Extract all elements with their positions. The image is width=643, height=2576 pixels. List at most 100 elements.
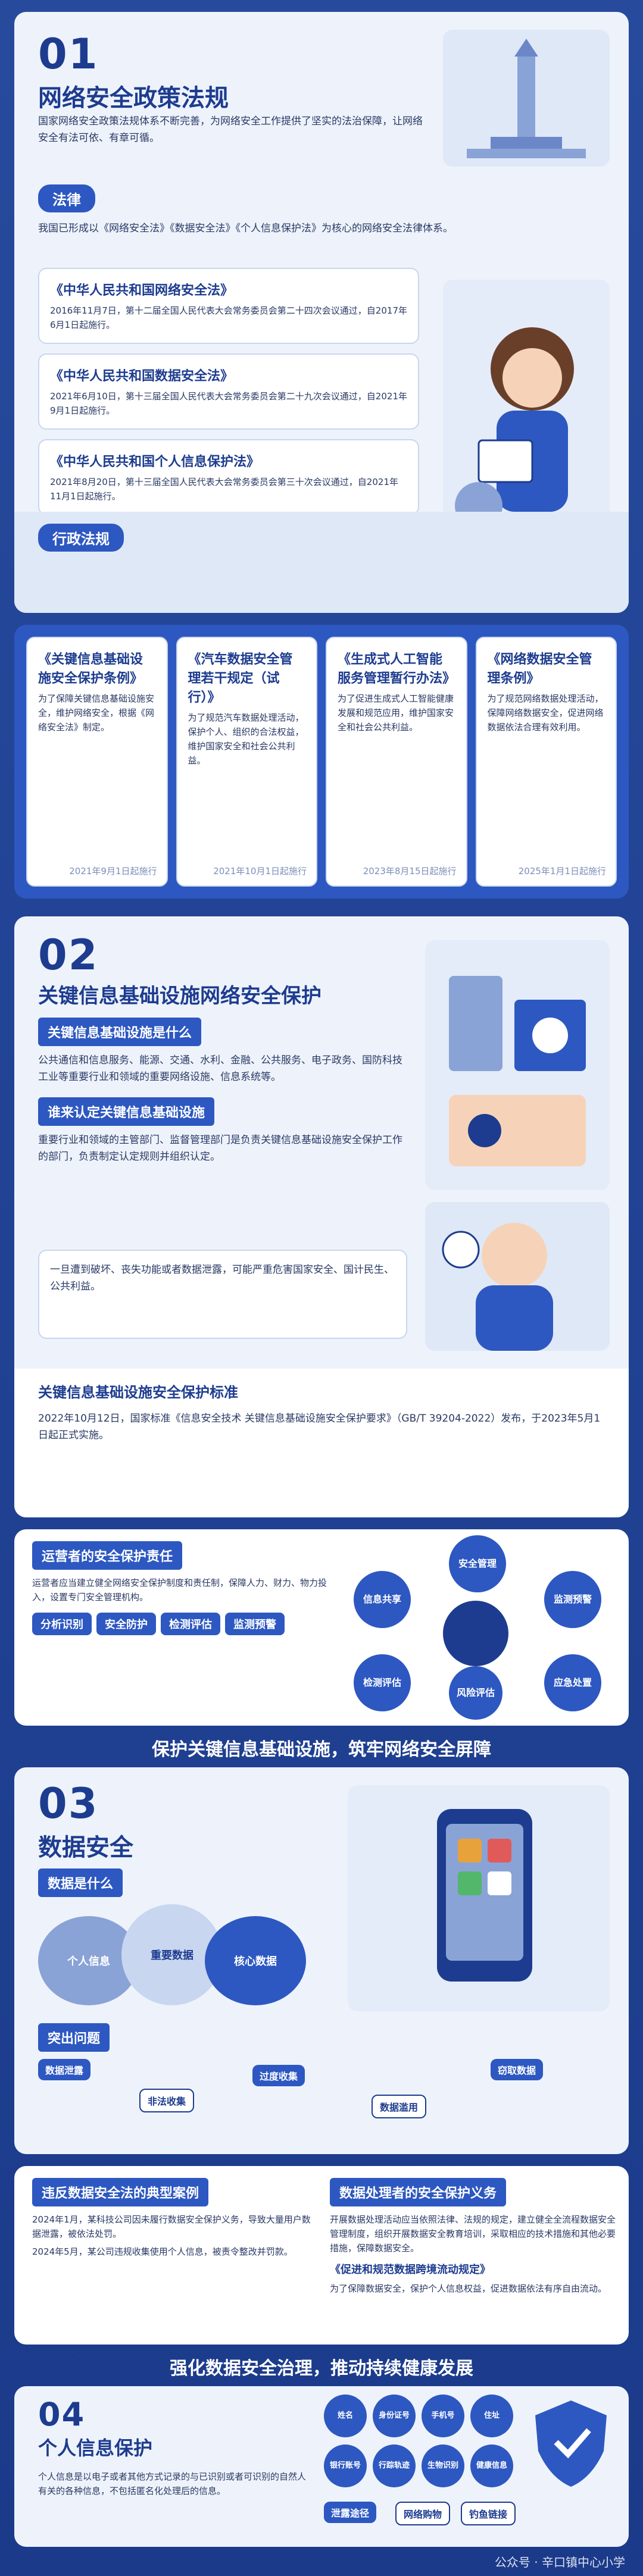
case-item: 2024年5月，某公司违规收集使用个人信息，被责令整改并罚款。 bbox=[32, 2246, 293, 2257]
issue-label: 泄露途径 bbox=[324, 2502, 377, 2523]
process-box: 监测预警 bbox=[225, 1613, 285, 1635]
standard-text: 2022年10月12日，国家标准《信息安全技术 关键信息基础设施安全保护要求》（… bbox=[38, 1413, 601, 1441]
section-header: 03 数据安全 bbox=[38, 1779, 133, 1863]
venn-core: 核心数据 bbox=[205, 1916, 306, 2005]
law-text: 为了保障数据安全，保护个人信息权益，促进数据依法有序自由流动。 bbox=[330, 2283, 607, 2294]
diagram-node: 监测预警 bbox=[544, 1571, 601, 1628]
cii-comic-card: 一旦遭到破坏、丧失功能或者数据泄露，可能严重危害国家安全、国计民生、公共利益。 bbox=[38, 1250, 407, 1339]
issue-tag: 窃取数据 bbox=[491, 2059, 544, 2080]
pi-node: 健康信息 bbox=[470, 2444, 513, 2487]
landmark-illustration bbox=[443, 30, 610, 167]
pi-node: 姓名 bbox=[324, 2395, 367, 2437]
phone-icon bbox=[437, 1809, 532, 1982]
law-text: 2021年6月10日，第十三届全国人民代表大会常务委员会第二十九次会议通过，自2… bbox=[50, 391, 407, 416]
law-text: 2021年8月20日，第十三届全国人民代表大会常务委员会第三十次会议通过，自20… bbox=[50, 477, 398, 502]
pi-intro: 个人信息是以电子或者其他方式记录的与已识别或者可识别的自然人有关的各种信息，不包… bbox=[38, 2471, 307, 2496]
law-card: 《中华人民共和国网络安全法》 2016年11月7日，第十二届全国人民代表大会常务… bbox=[38, 268, 419, 344]
process-box: 分析识别 bbox=[32, 1613, 92, 1635]
laws-list: 《中华人民共和国网络安全法》 2016年11月7日，第十二届全国人民代表大会常务… bbox=[38, 268, 419, 515]
issue-tag: 数据泄露 bbox=[38, 2059, 91, 2080]
law-card: 《中华人民共和国数据安全法》 2021年6月10日，第十三届全国人民代表大会常务… bbox=[38, 353, 419, 430]
diagram-node: 风险评估 bbox=[449, 1666, 502, 1720]
diagram-node: 安全管理 bbox=[449, 1535, 506, 1592]
duty-title: 数据处理者的安全保护义务 bbox=[330, 2178, 507, 2206]
regulations-banner: 行政法规 bbox=[14, 512, 629, 613]
regulation-card: 《关键信息基础设施安全保护条例》 为了保障关键信息基础设施安全，维护网络安全，根… bbox=[26, 637, 168, 887]
diagram-node: 信息共享 bbox=[354, 1571, 411, 1628]
section-header: 02 关键信息基础设施网络安全保护 bbox=[38, 931, 322, 1009]
officer-illustration bbox=[425, 1202, 610, 1351]
shield-icon bbox=[535, 2400, 607, 2487]
section-title: 关键信息基础设施网络安全保护 bbox=[38, 984, 322, 1008]
section-cii-duties: 运营者的安全保护责任 运营者应当建立健全网络安全保护制度和责任制，保障人力、财力… bbox=[14, 1529, 629, 1726]
section-header: 01 网络安全政策法规 bbox=[38, 30, 229, 113]
duty-block: 数据处理者的安全保护义务 开展数据处理活动应当依照法律、法规的规定，建立健全全流… bbox=[330, 2178, 616, 2296]
cases-block: 违反数据安全法的典型案例 2024年1月，某科技公司因未履行数据安全保护义务，导… bbox=[32, 2178, 312, 2259]
process-box: 检测评估 bbox=[161, 1613, 220, 1635]
center-node bbox=[443, 1601, 508, 1666]
regulation-text: 为了促进生成式人工智能健康发展和规范应用，维护国家安全和社会公共利益。 bbox=[338, 693, 454, 733]
duty-text: 运营者应当建立健全网络安全保护制度和责任制，保障人力、财力、物力投入，设置专门安… bbox=[32, 1577, 327, 1602]
regulation-date: 2021年10月1日起施行 bbox=[213, 866, 307, 877]
phone-illustration bbox=[348, 1785, 610, 2011]
what-text: 公共通信和信息服务、能源、交通、水利、金融、公共服务、电子政务、国防科技工业等重… bbox=[38, 1054, 402, 1083]
who-text: 重要行业和领域的主管部门、监督管理部门是负责关键信息基础设施安全保护工作的部门，… bbox=[38, 1134, 402, 1163]
law-card: 《中华人民共和国个人信息保护法》 2021年8月20日，第十三届全国人民代表大会… bbox=[38, 439, 419, 515]
duty-text: 开展数据处理活动应当依照法律、法规的规定，建立健全全流程数据安全管理制度，组织开… bbox=[330, 2214, 616, 2253]
section-title: 网络安全政策法规 bbox=[38, 84, 229, 112]
section-intro: 国家网络安全政策法规体系不断完善，为网络安全工作提供了坚实的法治保障，让网络安全… bbox=[38, 115, 423, 144]
server-icon bbox=[449, 976, 586, 1166]
section-number: 02 bbox=[38, 931, 99, 979]
watermark: 公众号 · 辛口镇中心小学 bbox=[494, 2555, 625, 2569]
laws-pill: 法律 bbox=[38, 184, 95, 212]
data-issue-tags: 数据泄露 非法收集 过度收集 数据滥用 窃取数据 bbox=[38, 2059, 604, 2142]
what-label: 数据是什么 bbox=[38, 1868, 123, 1897]
regulation-title: 《生成式人工智能服务管理暂行办法》 bbox=[338, 652, 456, 686]
law-title: 《中华人民共和国个人信息保护法》 bbox=[50, 455, 260, 469]
regulation-card: 《生成式人工智能服务管理暂行办法》 为了促进生成式人工智能健康发展和规范应用，维… bbox=[326, 637, 467, 887]
regulation-date: 2025年1月1日起施行 bbox=[518, 866, 606, 877]
section-cii: 02 关键信息基础设施网络安全保护 关键信息基础设施是什么 公共通信和信息服务、… bbox=[14, 916, 629, 1517]
law-title: 《中华人民共和国网络安全法》 bbox=[50, 283, 234, 298]
duty-bar: 运营者的安全保护责任 bbox=[32, 1541, 183, 1570]
regulation-date: 2023年8月15日起施行 bbox=[363, 866, 457, 877]
laws-lead: 我国已形成以《网络安全法》《数据安全法》《个人信息保护法》为核心的网络安全法律体… bbox=[38, 223, 453, 234]
regulation-card: 《网络数据安全管理条例》 为了规范网络数据处理活动，保障网络数据安全，促进网络数… bbox=[475, 637, 617, 887]
section-pi: 04 个人信息保护 个人信息是以电子或者其他方式记录的与已识别或者可识别的自然人… bbox=[14, 2386, 629, 2547]
case-title: 违反数据安全法的典型案例 bbox=[32, 2178, 209, 2206]
section-number: 01 bbox=[38, 30, 99, 79]
section-policy: 01 网络安全政策法规 国家网络安全政策法规体系不断完善，为网络安全工作提供了坚… bbox=[14, 12, 629, 613]
who-bar: 谁来认定关键信息基础设施 bbox=[38, 1097, 215, 1126]
pi-node: 手机号 bbox=[422, 2395, 464, 2437]
infrastructure-illustration bbox=[425, 940, 610, 1190]
law-title: 《中华人民共和国数据安全法》 bbox=[50, 369, 234, 384]
laws-pill-wrap: 法律 bbox=[38, 184, 95, 212]
section-data: 03 数据安全 数据是什么 个人信息 重要数据 核心数据 突出问题 数据泄 bbox=[14, 1767, 629, 2154]
duty-diagram: 安全管理 监测预警 应急处置 风险评估 检测评估 信息共享 bbox=[348, 1535, 616, 1720]
slogan-cii: 保护关键信息基础设施，筑牢网络安全屏障 bbox=[152, 1739, 491, 1760]
regulation-title: 《关键信息基础设施安全保护条例》 bbox=[38, 652, 143, 686]
regulation-text: 为了保障关键信息基础设施安全，维护网络安全，根据《网络安全法》制定。 bbox=[38, 693, 155, 733]
diagram-node: 应急处置 bbox=[544, 1654, 601, 1711]
pi-node: 住址 bbox=[470, 2395, 513, 2437]
issue-tag: 非法收集 bbox=[139, 2089, 195, 2112]
leak-tag: 网络购物 bbox=[395, 2502, 451, 2525]
pi-node: 行踪轨迹 bbox=[373, 2444, 416, 2487]
regulation-date: 2021年9月1日起施行 bbox=[69, 866, 157, 877]
section-data-cases: 违反数据安全法的典型案例 2024年1月，某科技公司因未履行数据安全保护义务，导… bbox=[14, 2166, 629, 2345]
regulations-row: 《关键信息基础设施安全保护条例》 为了保障关键信息基础设施安全，维护网络安全，根… bbox=[0, 625, 643, 899]
regulation-title: 《汽车数据安全管理若干规定（试行）》 bbox=[188, 652, 293, 705]
pi-diagram: 姓名 身份证号 手机号 住址 银行账号 行踪轨迹 生物识别 健康信息 泄露途径 … bbox=[324, 2395, 616, 2537]
monument-icon bbox=[467, 39, 586, 158]
boxes: 分析识别 安全防护 检测评估 监测预警 bbox=[32, 1613, 330, 1635]
regulation-text: 为了规范汽车数据处理活动，保护个人、组织的合法权益，维护国家安全和社会公共利益。 bbox=[188, 712, 304, 766]
pi-node: 身份证号 bbox=[373, 2395, 416, 2437]
regulation-card: 《汽车数据安全管理若干规定（试行）》 为了规范汽车数据处理活动，保护个人、组织的… bbox=[176, 637, 317, 887]
what-bar: 关键信息基础设施是什么 bbox=[38, 1018, 202, 1046]
section-header: 04 个人信息保护 bbox=[38, 2396, 152, 2461]
section-title: 数据安全 bbox=[38, 1834, 133, 1861]
slogan-data: 强化数据安全治理，推动持续健康发展 bbox=[170, 2358, 473, 2379]
data-venn: 个人信息 重要数据 核心数据 bbox=[38, 1904, 312, 2011]
regulations-pill: 行政法规 bbox=[38, 524, 124, 552]
